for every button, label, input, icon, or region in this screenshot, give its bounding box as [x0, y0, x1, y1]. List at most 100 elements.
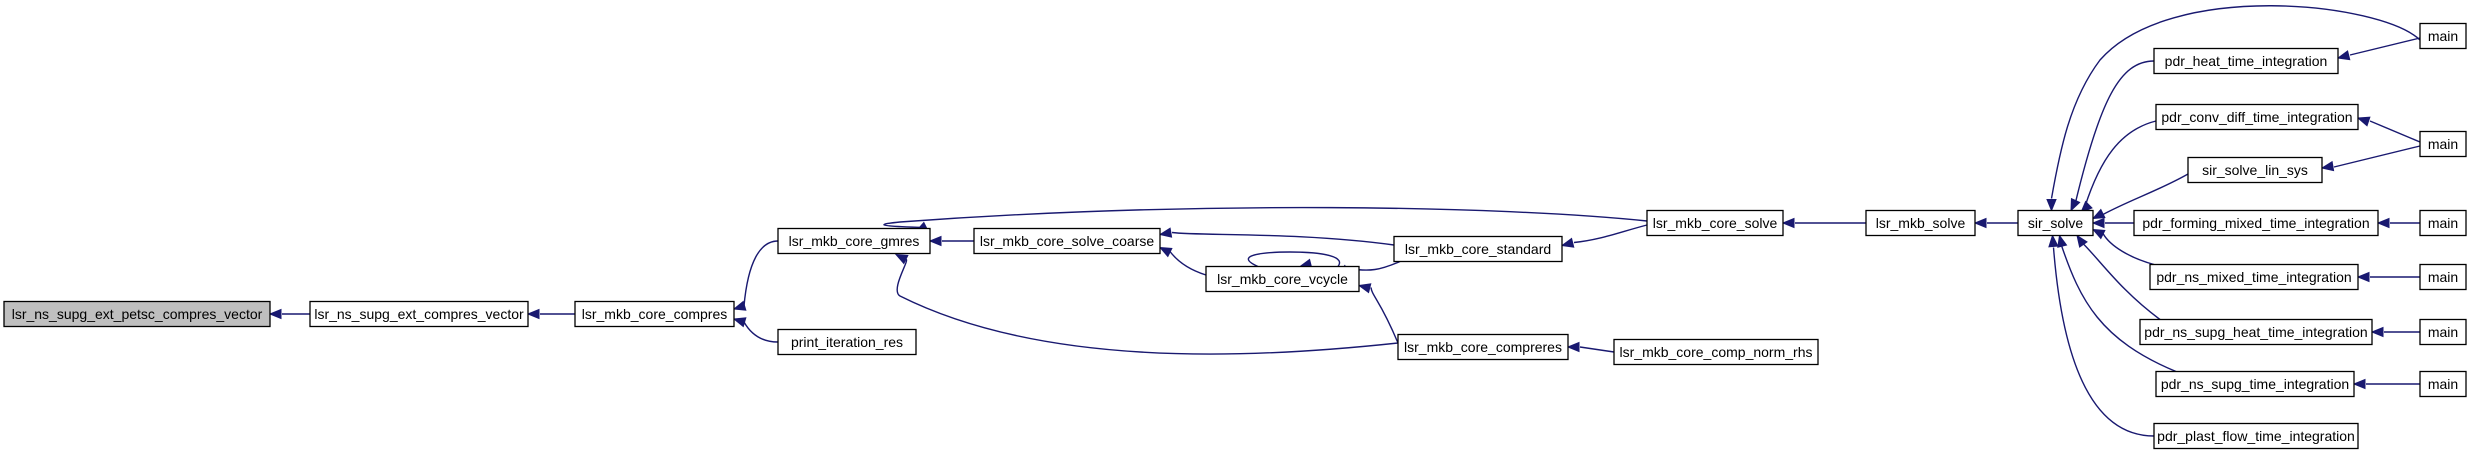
arrow-head-icon	[2076, 234, 2088, 248]
edge-m6-to-n19	[2352, 378, 2420, 390]
function-node[interactable]: pdr_plast_flow_time_integration	[2153, 422, 2359, 450]
function-node[interactable]: lsr_mkb_core_compreres	[1397, 333, 1569, 361]
arrow-head-icon	[1781, 217, 1795, 229]
function-node[interactable]: main	[2419, 130, 2467, 158]
node-label: pdr_ns_mixed_time_integration	[2156, 269, 2351, 285]
node-box	[2419, 22, 2467, 50]
node-label: lsr_mkb_core_comp_norm_rhs	[1620, 344, 1813, 360]
node-box	[2153, 422, 2359, 450]
node-label: main	[2428, 136, 2458, 152]
function-node[interactable]: lsr_mkb_solve	[1865, 209, 1976, 237]
arrow-head-icon	[2091, 228, 2106, 240]
edge-n18-to-n12	[2076, 234, 2161, 321]
node-box	[2419, 130, 2467, 158]
edge-m5-to-n18	[2370, 326, 2420, 338]
edge-m2-to-n14	[2356, 116, 2421, 143]
node-box	[3, 300, 271, 328]
edge-line	[2349, 37, 2421, 56]
node-label: sir_solve	[2028, 215, 2083, 231]
function-node[interactable]: lsr_mkb_core_solve	[1646, 209, 1784, 237]
function-node[interactable]: pdr_ns_mixed_time_integration	[2149, 263, 2359, 291]
node-label: pdr_heat_time_integration	[2165, 53, 2328, 69]
node-label: main	[2428, 269, 2458, 285]
function-node[interactable]: lsr_mkb_core_compres	[574, 300, 735, 328]
edge-line	[1573, 224, 1648, 244]
arrow-head-icon	[1973, 217, 1987, 229]
node-box	[2017, 209, 2094, 237]
edge-n12-to-n11	[1973, 217, 2018, 229]
edge-n16-to-n12	[2091, 217, 2134, 229]
arrow-head-icon	[526, 308, 540, 320]
function-node[interactable]: sir_solve_lin_sys	[2187, 156, 2323, 184]
node-box	[2133, 209, 2379, 237]
edge-n6-to-n5	[1158, 246, 1207, 276]
edge-line	[2080, 240, 2161, 321]
arrow-head-icon	[2376, 217, 2390, 229]
edge-n11-to-n9	[1781, 217, 1866, 229]
arrow-head-icon	[928, 235, 942, 247]
node-label: pdr_ns_supg_time_integration	[2161, 376, 2349, 392]
function-node[interactable]: pdr_forming_mixed_time_integration	[2133, 209, 2379, 237]
edge-line	[896, 258, 1399, 355]
edge-n17-to-n12	[2091, 228, 2155, 266]
node-label: lsr_mkb_solve	[1876, 215, 1966, 231]
arrow-head-icon	[2336, 50, 2351, 61]
node-box	[1613, 338, 1819, 366]
node-label: main	[2428, 28, 2458, 44]
node-label: lsr_mkb_core_compreres	[1404, 339, 1562, 355]
edge-line	[1370, 287, 1399, 344]
node-label: lsr_mkb_core_standard	[1405, 241, 1551, 257]
node-box	[1646, 209, 1784, 237]
node-label: lsr_mkb_core_compres	[582, 306, 728, 322]
function-node[interactable]: print_iteration_res	[777, 328, 917, 356]
arrow-head-icon	[2070, 197, 2081, 212]
node-label: pdr_ns_supg_heat_time_integration	[2144, 324, 2367, 340]
arrow-head-icon	[268, 308, 282, 320]
arrow-head-icon	[2356, 271, 2370, 283]
edge-line	[1247, 251, 1340, 270]
function-node[interactable]: lsr_mkb_core_comp_norm_rhs	[1613, 338, 1819, 366]
function-node[interactable]: main	[2419, 263, 2467, 291]
arrow-head-icon	[2320, 160, 2335, 172]
edge-line	[2052, 247, 2155, 437]
edge-n15-to-n12	[2091, 173, 2189, 220]
node-box	[777, 227, 931, 255]
function-node[interactable]: lsr_mkb_core_standard	[1393, 235, 1563, 263]
edge-m2-to-n15	[2320, 145, 2421, 172]
edge-layer	[268, 5, 2421, 437]
edge-m3-to-n16	[2376, 217, 2420, 229]
node-label: lsr_mkb_core_gmres	[789, 233, 920, 249]
function-node[interactable]: lsr_ns_supg_ext_compres_vector	[309, 300, 529, 328]
node-box	[1205, 265, 1360, 293]
edge-line	[743, 321, 779, 343]
arrow-head-icon	[2352, 378, 2366, 390]
edge-line	[2102, 173, 2189, 216]
node-label: pdr_forming_mixed_time_integration	[2142, 215, 2369, 231]
function-node[interactable]: pdr_conv_diff_time_integration	[2155, 103, 2359, 131]
node-label: main	[2428, 215, 2458, 231]
function-node[interactable]: lsr_mkb_core_solve_coarse	[973, 227, 1161, 255]
function-node[interactable]: main	[2419, 318, 2467, 346]
arrow-head-icon	[2370, 326, 2384, 338]
function-node[interactable]: lsr_mkb_core_vcycle	[1205, 265, 1360, 293]
node-box	[574, 300, 735, 328]
function-node[interactable]: main	[2419, 209, 2467, 237]
function-node[interactable]: lsr_mkb_core_gmres	[777, 227, 931, 255]
edge-line	[1171, 231, 1395, 246]
edge-n13-to-n12	[2070, 60, 2155, 212]
function-node[interactable]: sir_solve	[2017, 209, 2094, 237]
edge-n4-to-n2	[732, 317, 779, 343]
arrow-head-icon	[2046, 199, 2057, 212]
node-label: pdr_conv_diff_time_integration	[2161, 109, 2352, 125]
function-node[interactable]: pdr_heat_time_integration	[2153, 47, 2339, 75]
node-box	[2419, 209, 2467, 237]
function-node[interactable]: main	[2419, 370, 2467, 398]
edge-line	[743, 240, 779, 307]
function-node[interactable]: pdr_ns_supg_time_integration	[2155, 370, 2355, 398]
edge-n1-to-n0	[268, 308, 310, 320]
function-node[interactable]: main	[2419, 22, 2467, 50]
node-box	[2139, 318, 2373, 346]
function-node[interactable]: pdr_ns_supg_heat_time_integration	[2139, 318, 2373, 346]
edge-n20-to-n12	[2048, 234, 2155, 437]
